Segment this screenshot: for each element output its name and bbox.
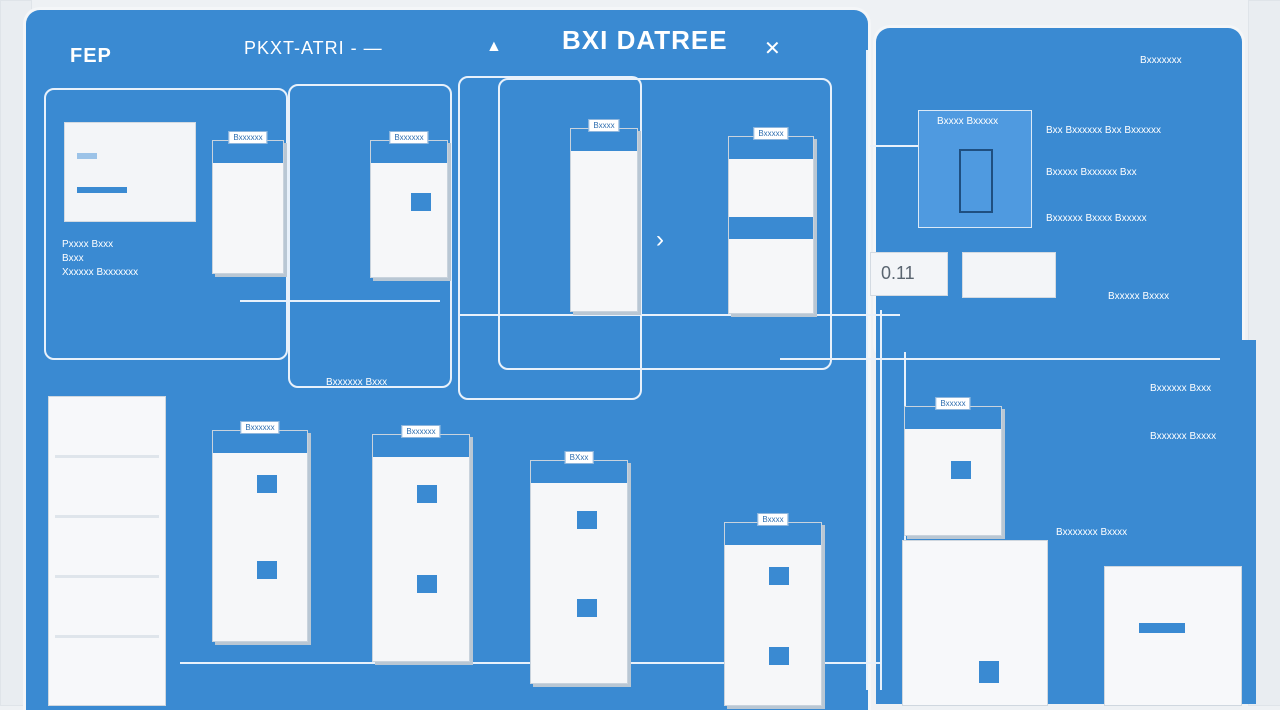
left-logo: FEP xyxy=(70,45,112,67)
wire xyxy=(780,358,1220,360)
board-footer: Bxxxxxx Bxxx xyxy=(326,377,388,388)
meter-readout: 0.11 xyxy=(881,263,915,283)
cabinet xyxy=(1104,566,1242,706)
unit-tag: Bxxxxxx xyxy=(228,131,268,144)
arrow-up-icon: ▲ xyxy=(486,38,502,55)
device-unit: BXxx xyxy=(530,451,628,684)
cabinet xyxy=(902,540,1048,706)
board-label: Bxxx xyxy=(62,253,84,264)
device-unit: Bxxxxx xyxy=(728,127,814,314)
meter-box: 0.11 xyxy=(870,252,948,296)
top-strip-text: PKXT-ATRI - — xyxy=(244,38,383,58)
unit-tag: Bxxxxxx xyxy=(401,425,441,438)
right-frame xyxy=(498,78,832,370)
right-caption: Bxxxxx Bxxxx xyxy=(1108,291,1170,302)
right-paragraph: Bxxxxx Bxxxxxx Bxx xyxy=(1046,167,1137,178)
storage-shelf xyxy=(48,396,166,706)
right-paragraph: Bxx Bxxxxxx Bxx Bxxxxxx xyxy=(1046,125,1162,136)
chevron-right-icon: › xyxy=(656,226,664,253)
center-frame xyxy=(458,76,642,400)
lower-right-label: Bxxxxxx Bxxx xyxy=(1150,383,1212,394)
lower-right-label: Bxxxxxx Bxxxx xyxy=(1150,431,1217,442)
device-unit: Bxxxxx xyxy=(904,397,1002,536)
device-unit: Bxxxxxx xyxy=(372,425,470,662)
lower-right-label: Bxxxxxxx Bxxxx xyxy=(1056,527,1128,538)
unit-tag: Bxxxxx xyxy=(935,397,971,410)
close-icon: ✕ xyxy=(764,38,781,60)
switch-box xyxy=(962,252,1056,298)
unit-tag: Bxxxx xyxy=(757,513,789,526)
display-screen xyxy=(64,122,196,222)
center-title: BXI DATREE xyxy=(562,25,728,55)
device-unit: Bxxxxxx xyxy=(212,421,308,642)
board-label: Xxxxxx Bxxxxxxx xyxy=(62,267,139,278)
wire xyxy=(460,314,900,316)
unit-tag: Bxxxxxx xyxy=(240,421,280,434)
board-label: Pxxxx Bxxx xyxy=(62,239,114,250)
wire xyxy=(870,145,926,147)
device-unit: Bxxxx xyxy=(570,119,638,312)
right-top-label: Bxxxxxxx xyxy=(1140,55,1182,66)
device-unit: Bxxxxxx xyxy=(370,131,448,278)
wire xyxy=(866,50,868,690)
right-paragraph: Bxxxxxx Bxxxx Bxxxxx xyxy=(1046,213,1147,224)
device-unit: Bxxxxxx xyxy=(212,131,284,274)
unit-tag: Bxxxxx xyxy=(753,127,789,140)
device-unit: Bxxxx xyxy=(724,513,822,706)
info-card: Bxxxx Bxxxxx xyxy=(918,110,1032,228)
unit-tag: Bxxxxxx xyxy=(389,131,429,144)
mid-frame xyxy=(288,84,452,388)
wire xyxy=(240,300,440,302)
wire xyxy=(880,310,882,690)
card-title: Bxxxx Bxxxxx xyxy=(937,116,999,127)
left-frame xyxy=(44,88,288,360)
unit-tag: BXxx xyxy=(564,451,594,464)
unit-tag: Bxxxx xyxy=(588,119,620,132)
